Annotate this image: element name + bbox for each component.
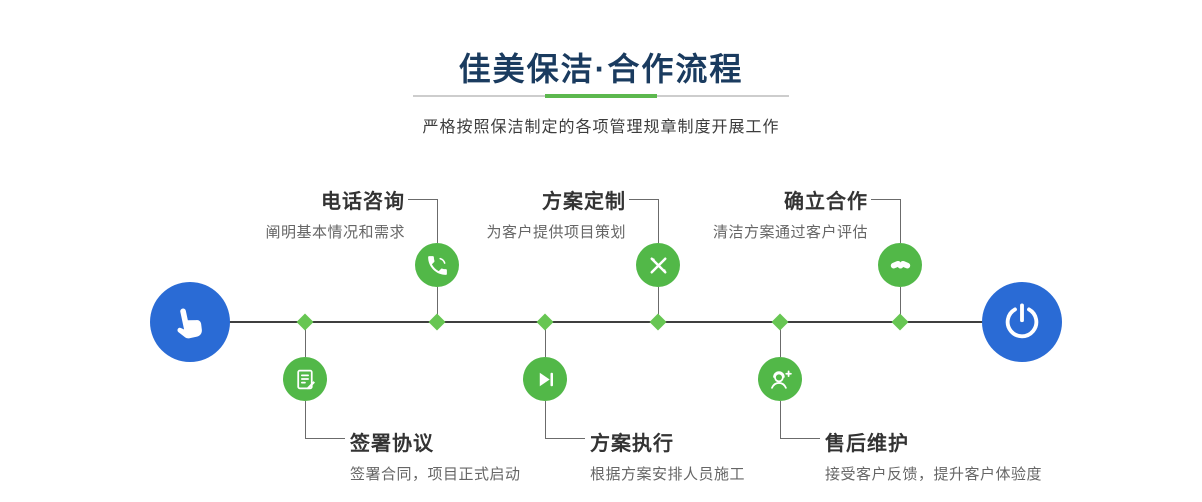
step-plan-execution: 方案执行 根据方案安排人员施工 [590,427,870,484]
timeline-node-diamond [296,313,314,331]
play-execute-icon [533,367,558,392]
timeline-node-diamond [771,313,789,331]
timeline-end-circle [982,282,1062,362]
connector-line [437,199,438,243]
page-subtitle: 严格按照保洁制定的各项管理规章制度开展工作 [422,119,780,136]
connector-line [629,199,658,200]
connector-line [305,438,345,439]
connector-line [545,323,546,357]
step-desc: 根据方案安排人员施工 [590,466,746,483]
contract-sign-icon [293,367,318,392]
connector-line [305,401,306,438]
timeline-node-diamond [649,313,667,331]
step-establish-cooperation: 确立合作 清洁方案通过客户评估 [658,185,868,242]
phone-icon [425,253,450,278]
step-node-contract [283,357,327,401]
step-phone-consult: 电话咨询 阐明基本情况和需求 [195,185,405,242]
step-title: 方案定制 [542,191,626,213]
step-sign-agreement: 签署协议 签署合同，项目正式启动 [350,427,630,484]
timeline-node-diamond [536,313,554,331]
pen-design-icon [646,253,671,278]
connector-line [437,287,438,322]
connector-line [658,199,659,243]
step-node-design [636,243,680,287]
timeline-node-diamond [891,313,909,331]
connector-line [545,438,585,439]
step-desc: 清洁方案通过客户评估 [712,224,868,241]
connector-line [780,323,781,357]
step-node-phone [415,243,459,287]
timeline-line [190,321,1022,323]
step-title: 售后维护 [825,433,909,455]
step-desc: 签署合同，项目正式启动 [350,466,521,483]
connector-line [900,199,901,243]
step-title: 电话咨询 [321,191,405,213]
step-title: 方案执行 [590,433,674,455]
step-node-execution [523,357,567,401]
hand-pointer-icon [165,297,215,347]
step-title: 确立合作 [784,191,868,213]
headset-support-icon [768,367,793,392]
power-icon [1001,301,1043,343]
title-divider-accent [545,94,657,98]
step-desc: 阐明基本情况和需求 [265,224,405,241]
step-node-cooperation [878,243,922,287]
page-title: 佳美保洁·合作流程 [458,51,744,87]
connector-line [305,323,306,357]
connector-line [871,199,900,200]
connector-line [900,287,901,322]
step-plan-design: 方案定制 为客户提供项目策划 [416,185,626,242]
step-node-aftersales [758,357,802,401]
connector-line [780,401,781,438]
step-title: 签署协议 [350,433,434,455]
handshake-icon [888,253,913,278]
connector-line [408,199,437,200]
timeline-node-diamond [428,313,446,331]
step-desc: 接受客户反馈，提升客户体验度 [825,466,1043,483]
timeline-start-circle [150,282,230,362]
step-desc: 为客户提供项目策划 [486,224,626,241]
title-divider [413,94,789,98]
connector-line [780,438,820,439]
connector-line [658,287,659,322]
step-aftersales-maintenance: 售后维护 接受客户反馈，提升客户体验度 [825,427,1105,484]
connector-line [545,401,546,438]
